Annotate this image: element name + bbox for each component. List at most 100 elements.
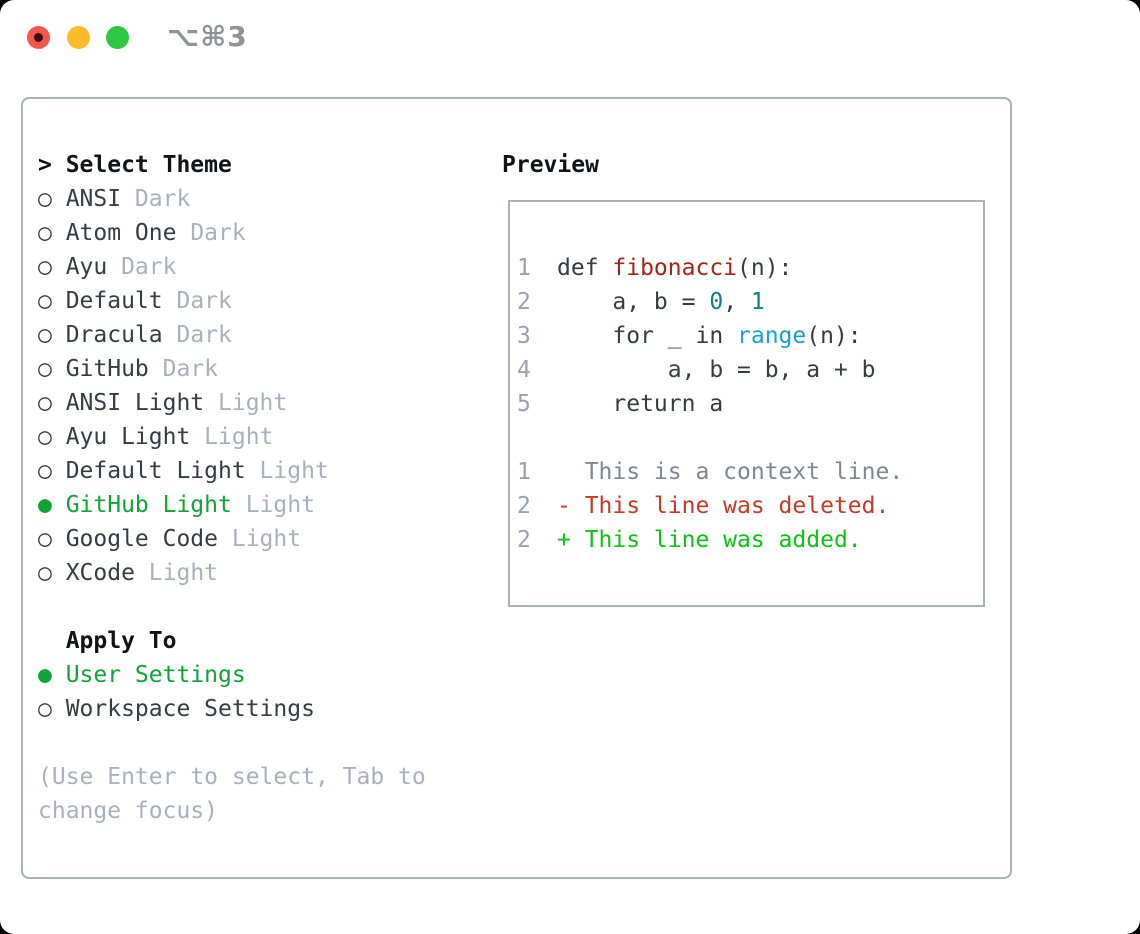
theme-option-default-light[interactable]: ○ Default Light Light	[38, 454, 426, 488]
theme-option-ansi[interactable]: ○ ANSI Dark	[38, 182, 426, 216]
code-token: (n):	[806, 323, 862, 349]
apply-option-label: Workspace Settings	[65, 696, 315, 722]
select-theme-title: Select Theme	[65, 152, 232, 178]
line-number: 3	[517, 323, 531, 349]
code-token: - This line was deleted.	[557, 493, 890, 519]
code-line: 5 return a	[517, 387, 983, 421]
radio-unselected-icon: ○	[38, 424, 52, 450]
code-line: 1 This is a context line.	[517, 455, 983, 489]
theme-option-xcode[interactable]: ○ XCode Light	[38, 556, 426, 590]
theme-variant-tag: Light	[231, 492, 315, 518]
theme-option-atom-one[interactable]: ○ Atom One Dark	[38, 216, 426, 250]
code-token: range	[737, 323, 807, 349]
zoom-window-button[interactable]	[106, 26, 129, 49]
theme-picker-column: >Select Theme ○ ANSI Dark ○ Atom One Dark ○ A…	[38, 148, 426, 828]
radio-unselected-icon: ○	[38, 254, 52, 280]
theme-option-github[interactable]: ○ GitHub Dark	[38, 352, 426, 386]
code-token: ,	[723, 289, 751, 315]
code-token: fibonacci	[612, 255, 738, 281]
theme-variant-tag: Dark	[107, 254, 177, 280]
code-token: a, b = b, a + b	[557, 357, 876, 383]
theme-name: Dracula	[65, 322, 163, 348]
theme-option-google-code[interactable]: ○ Google Code Light	[38, 522, 426, 556]
theme-variant-tag: Light	[218, 526, 302, 552]
code-line: 2+ This line was added.	[517, 523, 983, 557]
apply-option-workspace-settings[interactable]: ○ Workspace Settings	[38, 692, 426, 726]
code-token: a, b =	[557, 289, 710, 315]
radio-unselected-icon: ○	[38, 322, 52, 348]
code-token: return a	[557, 391, 724, 417]
theme-variant-tag: Dark	[176, 220, 246, 246]
code-line	[517, 421, 983, 455]
code-token: 1	[750, 289, 765, 315]
minimize-window-button[interactable]	[67, 26, 90, 49]
line-number: 5	[517, 391, 531, 417]
theme-variant-tag: Dark	[148, 356, 219, 382]
theme-option-default[interactable]: ○ Default Dark	[38, 284, 426, 318]
radio-selected-icon: ●	[38, 492, 52, 518]
radio-unselected-icon: ○	[38, 560, 52, 586]
theme-name: Ayu	[65, 254, 108, 280]
code-token: def	[557, 255, 613, 281]
theme-name: Ayu Light	[65, 424, 191, 450]
radio-unselected-icon: ○	[38, 220, 52, 246]
theme-option-github-light[interactable]: ● GitHub Light Light	[38, 488, 426, 522]
close-window-button[interactable]	[27, 26, 50, 49]
apply-option-user-settings[interactable]: ●User Settings	[38, 658, 426, 692]
hint-line-2: change focus)	[38, 798, 219, 824]
line-number: 2	[517, 289, 531, 315]
apply-to-header: Apply To	[38, 624, 426, 658]
code-line: 1 def fibonacci(n):	[517, 251, 983, 285]
spacer	[38, 726, 426, 760]
code-line: 4 a, b = b, a + b	[517, 353, 983, 387]
theme-name: XCode	[65, 560, 135, 586]
apply-to-title: Apply To	[65, 628, 177, 654]
radio-unselected-icon: ○	[38, 288, 52, 314]
radio-unselected-icon: ○	[38, 696, 52, 722]
theme-name: Default	[65, 288, 163, 314]
code-token: for _ in	[557, 323, 738, 349]
theme-name: ANSI	[65, 186, 122, 212]
theme-name: GitHub Light	[65, 492, 232, 518]
radio-unselected-icon: ○	[38, 526, 52, 552]
line-number: 4	[517, 357, 531, 383]
line-number: 1	[517, 255, 531, 281]
code-token: (n):	[737, 255, 793, 281]
radio-unselected-icon: ○	[38, 186, 52, 212]
code-token: 0	[709, 289, 724, 315]
theme-name: GitHub	[65, 356, 149, 382]
code-line: 3 for _ in range(n):	[517, 319, 983, 353]
radio-unselected-icon: ○	[38, 390, 52, 416]
code-token: This is a context line.	[557, 459, 904, 485]
theme-variant-tag: Light	[245, 458, 329, 484]
theme-variant-tag: Light	[134, 560, 219, 586]
theme-variant-tag: Dark	[162, 322, 232, 348]
theme-option-ayu[interactable]: ○ Ayu Dark	[38, 250, 426, 284]
theme-variant-tag: Light	[204, 390, 288, 416]
theme-list: ○ ANSI Dark ○ Atom One Dark ○ Ayu Dark ○ Defaul…	[38, 182, 426, 590]
theme-name: Default Light	[65, 458, 246, 484]
spacer	[38, 590, 426, 624]
hint-line-1: (Use Enter to select, Tab to	[38, 764, 426, 790]
theme-option-ansi-light[interactable]: ○ ANSI Light Light	[38, 386, 426, 420]
line-number: 2	[517, 493, 531, 519]
radio-unselected-icon: ○	[38, 458, 52, 484]
code-line: 2 - This line was deleted.	[517, 489, 983, 523]
theme-name: Atom One	[65, 220, 177, 246]
theme-name: ANSI Light	[65, 390, 205, 416]
theme-name: Google Code	[65, 526, 219, 552]
radio-unselected-icon: ○	[38, 356, 52, 382]
theme-variant-tag: Dark	[121, 186, 191, 212]
theme-variant-tag: Dark	[162, 288, 232, 314]
select-theme-header: >Select Theme	[38, 148, 426, 182]
apply-to-list: ●User Settings ○ Workspace Settings	[38, 658, 426, 726]
radio-selected-icon: ●	[38, 662, 52, 688]
theme-option-dracula[interactable]: ○ Dracula Dark	[38, 318, 426, 352]
window-shortcut-label: ⌥⌘3	[167, 20, 248, 53]
line-number: 1	[517, 459, 531, 485]
theme-option-ayu-light[interactable]: ○Ayu Light Light	[38, 420, 426, 454]
